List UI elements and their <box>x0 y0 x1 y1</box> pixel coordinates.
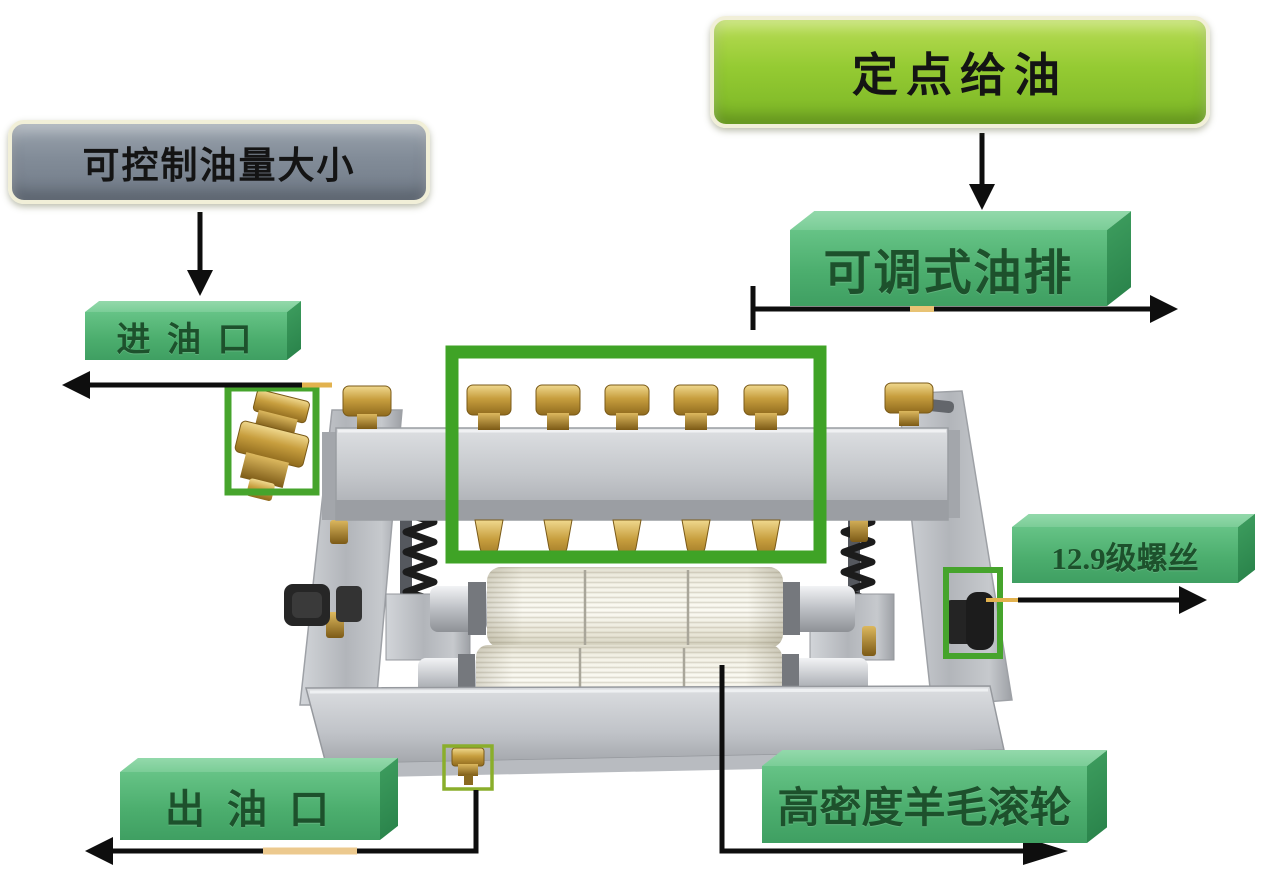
top-wool-roller <box>487 567 783 648</box>
label-screw-grade-text: 12.9级螺丝 <box>1051 540 1199 576</box>
label-oil-inlet: 进 油 口 <box>85 312 287 360</box>
oil-adjust-knobs <box>466 384 789 430</box>
highlight-side-screw <box>943 567 1003 659</box>
label-oil-inlet-text: 进 油 口 <box>116 321 256 359</box>
callout-oil-control: 可控制油量大小 <box>8 120 430 204</box>
corner-bolts <box>342 382 934 429</box>
label-adjustable-oil-rail: 可调式油排 <box>790 230 1107 306</box>
machine-illustration <box>234 382 1013 785</box>
callout-fixed-point-oiling-label: 定点给油 <box>852 49 1068 101</box>
highlight-inlet-valve <box>224 384 320 496</box>
arrow-fixed-point <box>969 133 995 210</box>
label-wool-roller-text: 高密度羊毛滚轮 <box>777 786 1072 832</box>
drain-fitting <box>451 747 485 785</box>
label-oil-outlet: 出 油 口 <box>120 772 380 840</box>
label-wool-roller: 高密度羊毛滚轮 <box>762 766 1087 843</box>
arrow-oil-outlet <box>85 790 479 865</box>
highlight-oil-rail <box>445 345 827 564</box>
callout-arrows <box>62 133 1207 865</box>
right-side-knob <box>946 592 994 650</box>
arrow-screw <box>986 586 1207 614</box>
callout-oil-control-label: 可控制油量大小 <box>82 145 356 186</box>
oil-rail <box>322 427 960 521</box>
highlight-boxes <box>224 345 1003 791</box>
highlight-drain-fitting <box>442 744 494 791</box>
label-adjustable-oil-rail-text: 可调式油排 <box>823 247 1074 300</box>
left-side-knob <box>284 584 362 626</box>
left-spring <box>402 510 438 604</box>
arrow-wool-roller <box>719 665 1068 865</box>
arrow-oil-inlet <box>62 371 332 399</box>
label-oil-outlet-text: 出 油 口 <box>165 787 335 832</box>
callout-fixed-point-oiling: 定点给油 <box>710 16 1210 128</box>
arrow-adjustable-rail <box>750 286 1178 330</box>
arrow-oil-control <box>187 212 213 296</box>
label-screw-grade: 12.9级螺丝 <box>1012 527 1238 583</box>
